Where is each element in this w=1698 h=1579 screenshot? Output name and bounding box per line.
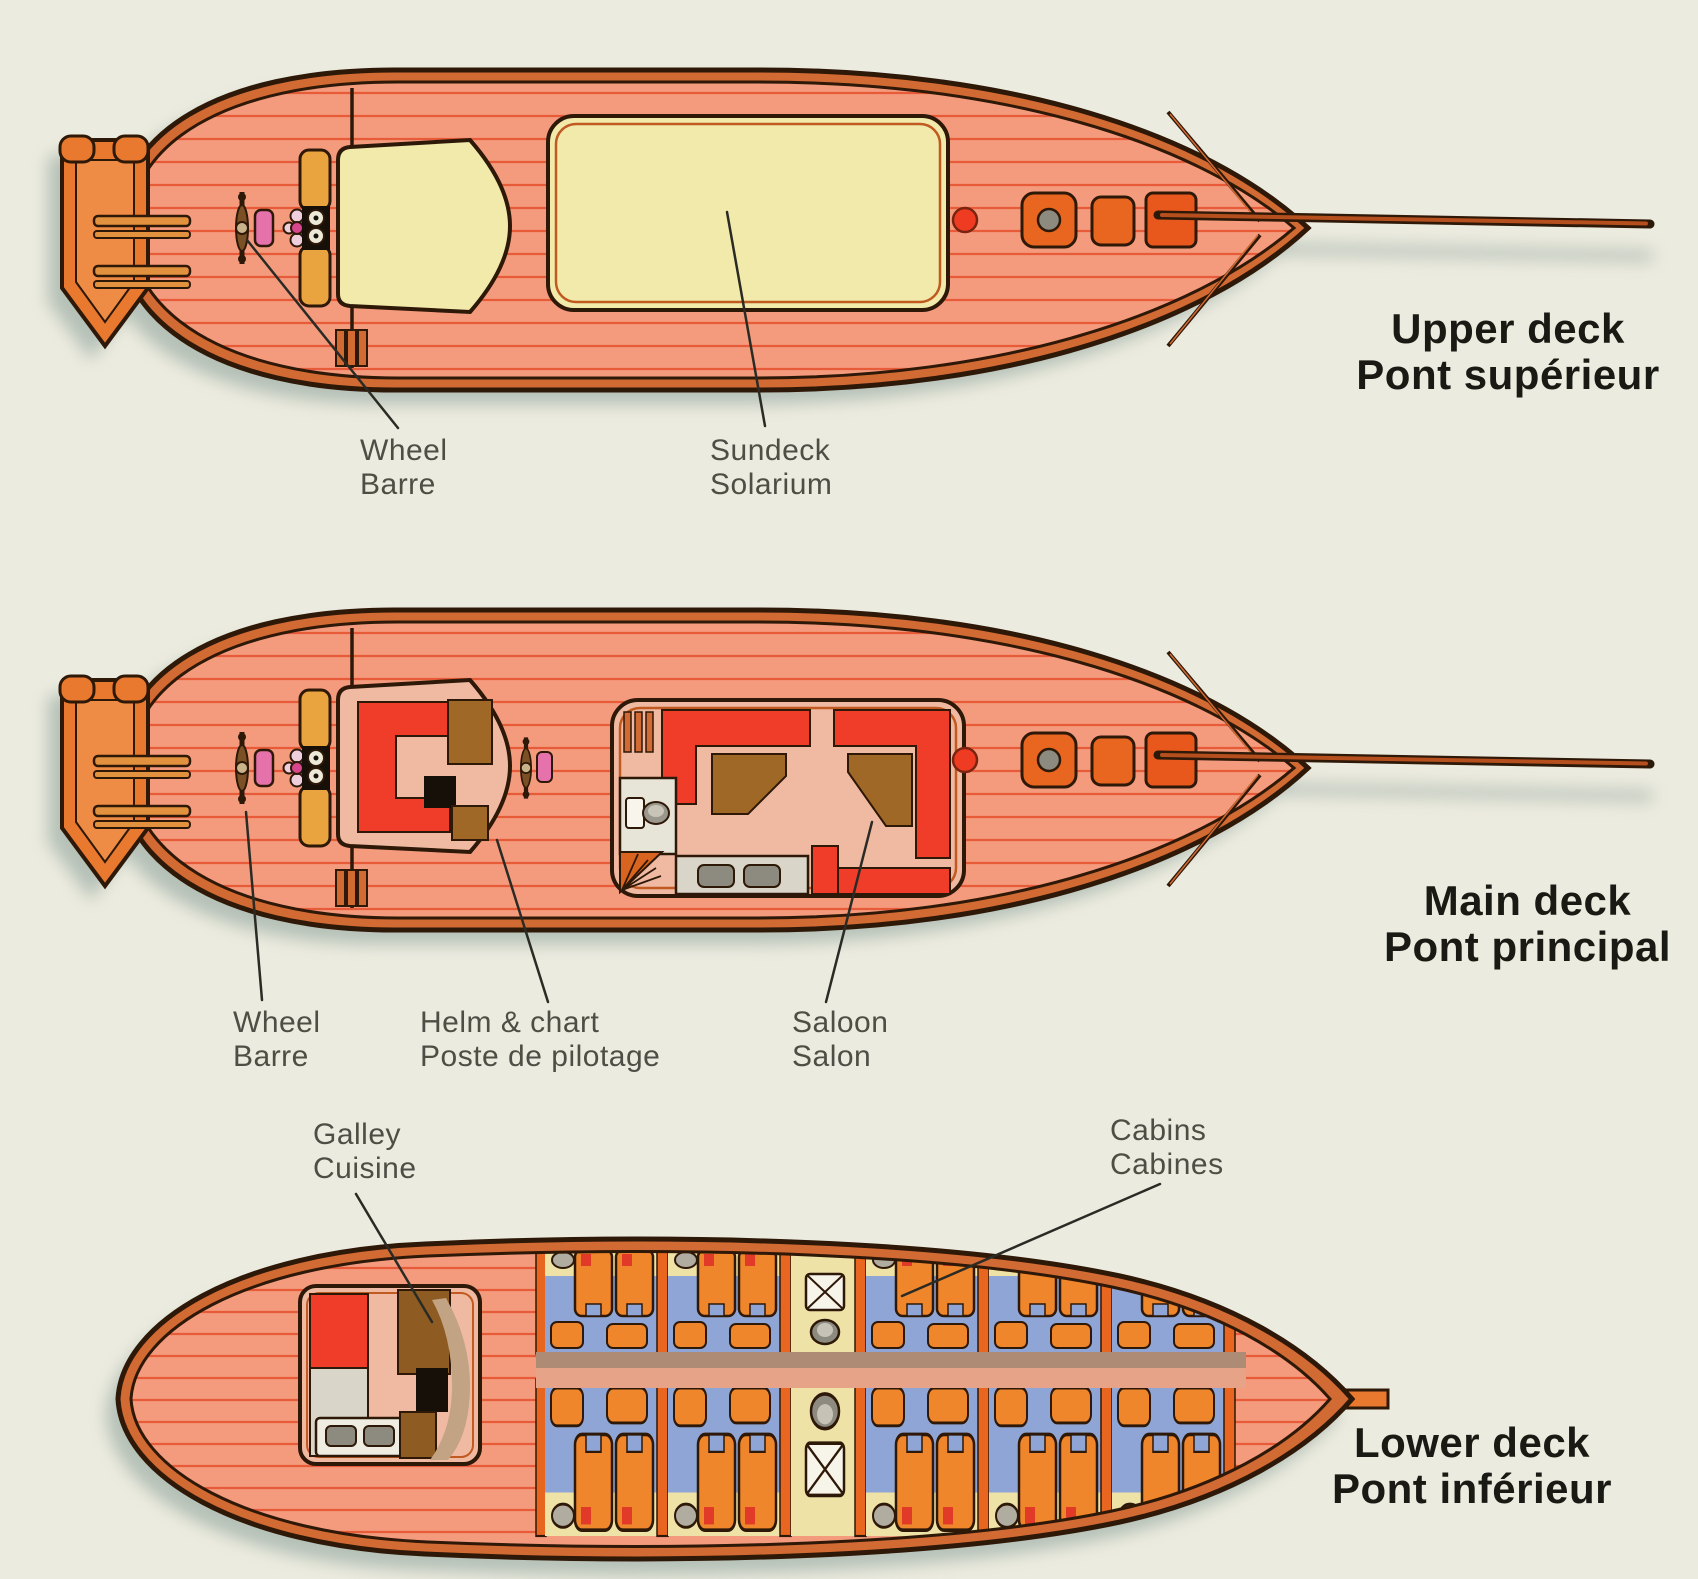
saloon-table-left xyxy=(711,753,787,815)
title-line-fr: Pont supérieur xyxy=(1356,351,1660,398)
callout-line-fr: Salon xyxy=(792,1040,872,1073)
title-upper-deck: Upper deck Pont supérieur xyxy=(1322,306,1694,398)
leader-helm xyxy=(495,838,550,1004)
callout-main-wheel: Wheel Barre xyxy=(233,1006,321,1074)
helm-chart-cockpit xyxy=(336,678,553,854)
callout-line-fr: Cabines xyxy=(1110,1148,1224,1181)
galley-stove xyxy=(416,1368,448,1412)
lower-deck-plan xyxy=(106,1182,1390,1575)
galley-wall-curve xyxy=(430,1298,470,1460)
callout-lower-galley: Galley Cuisine xyxy=(313,1118,417,1186)
callout-upper-sundeck: Sundeck Solarium xyxy=(710,434,832,502)
companionway-stairs xyxy=(619,851,665,895)
title-line-en: Main deck xyxy=(1423,877,1632,924)
console xyxy=(424,776,456,808)
callout-line-en: Saloon xyxy=(792,1006,889,1039)
callout-line-en: Sundeck xyxy=(710,434,831,467)
throttle xyxy=(536,751,553,783)
cabin-corridor xyxy=(536,1368,1246,1388)
galley-counter xyxy=(674,854,810,896)
title-line-fr: Pont principal xyxy=(1383,923,1671,970)
main-deck-plan xyxy=(48,600,1653,1004)
callout-line-fr: Poste de pilotage xyxy=(420,1040,661,1073)
galley-sink xyxy=(363,1425,395,1447)
callout-line-fr: Solarium xyxy=(710,468,833,501)
callout-line-en: Cabins xyxy=(1110,1114,1207,1147)
leader-sundeck xyxy=(725,210,767,428)
sundeck xyxy=(546,114,950,312)
main-deck-shadow xyxy=(48,624,1653,944)
title-main-deck: Main deck Pont principal xyxy=(1360,878,1695,970)
leader-cabins xyxy=(900,1182,1162,1298)
callout-line-fr: Cuisine xyxy=(313,1152,417,1185)
lower-leader-lines xyxy=(354,1182,1162,1324)
title-line-en: Upper deck xyxy=(1391,305,1625,352)
title-line-en: Lower deck xyxy=(1353,1419,1591,1466)
galley-bench xyxy=(309,1293,369,1369)
callout-line-fr: Barre xyxy=(360,468,436,501)
chart-table xyxy=(447,699,493,765)
deck-seats xyxy=(298,688,332,848)
callout-line-en: Wheel xyxy=(233,1006,321,1039)
galley-sink xyxy=(325,1425,357,1447)
upper-deck-shadow xyxy=(48,84,1653,404)
upper-leader-lines xyxy=(245,210,767,430)
saloon-settee-right xyxy=(833,709,951,859)
callout-main-saloon: Saloon Salon xyxy=(792,1006,888,1074)
cabins-section xyxy=(536,1246,1246,1536)
leader-wheel xyxy=(245,238,400,430)
callout-lower-cabins: Cabins Cabines xyxy=(1110,1114,1224,1182)
galley xyxy=(298,1284,482,1466)
upper-deck-plan xyxy=(48,60,1653,430)
leader-wheel xyxy=(244,810,264,1002)
helm-seat xyxy=(451,805,489,841)
title-line-fr: Pont inférieur xyxy=(1331,1465,1613,1512)
main-leader-lines xyxy=(244,810,874,1004)
title-lower-deck: Lower deck Pont inférieur xyxy=(1280,1420,1664,1512)
callout-line-en: Helm & chart xyxy=(420,1006,600,1039)
saloon-table-right xyxy=(847,753,913,827)
saloon-toilet xyxy=(618,776,678,856)
callout-main-helm: Helm & chart Poste de pilotage xyxy=(420,1006,660,1074)
callout-line-en: Wheel xyxy=(360,434,448,467)
deck-seats xyxy=(298,148,332,308)
callout-upper-wheel: Wheel Barre xyxy=(360,434,448,502)
callout-line-en: Galley xyxy=(313,1118,402,1151)
saloon xyxy=(610,698,966,898)
callout-line-fr: Barre xyxy=(233,1040,309,1073)
deckhouse-roof xyxy=(336,138,512,314)
leader-galley xyxy=(354,1192,434,1324)
leader-saloon xyxy=(824,820,874,1004)
